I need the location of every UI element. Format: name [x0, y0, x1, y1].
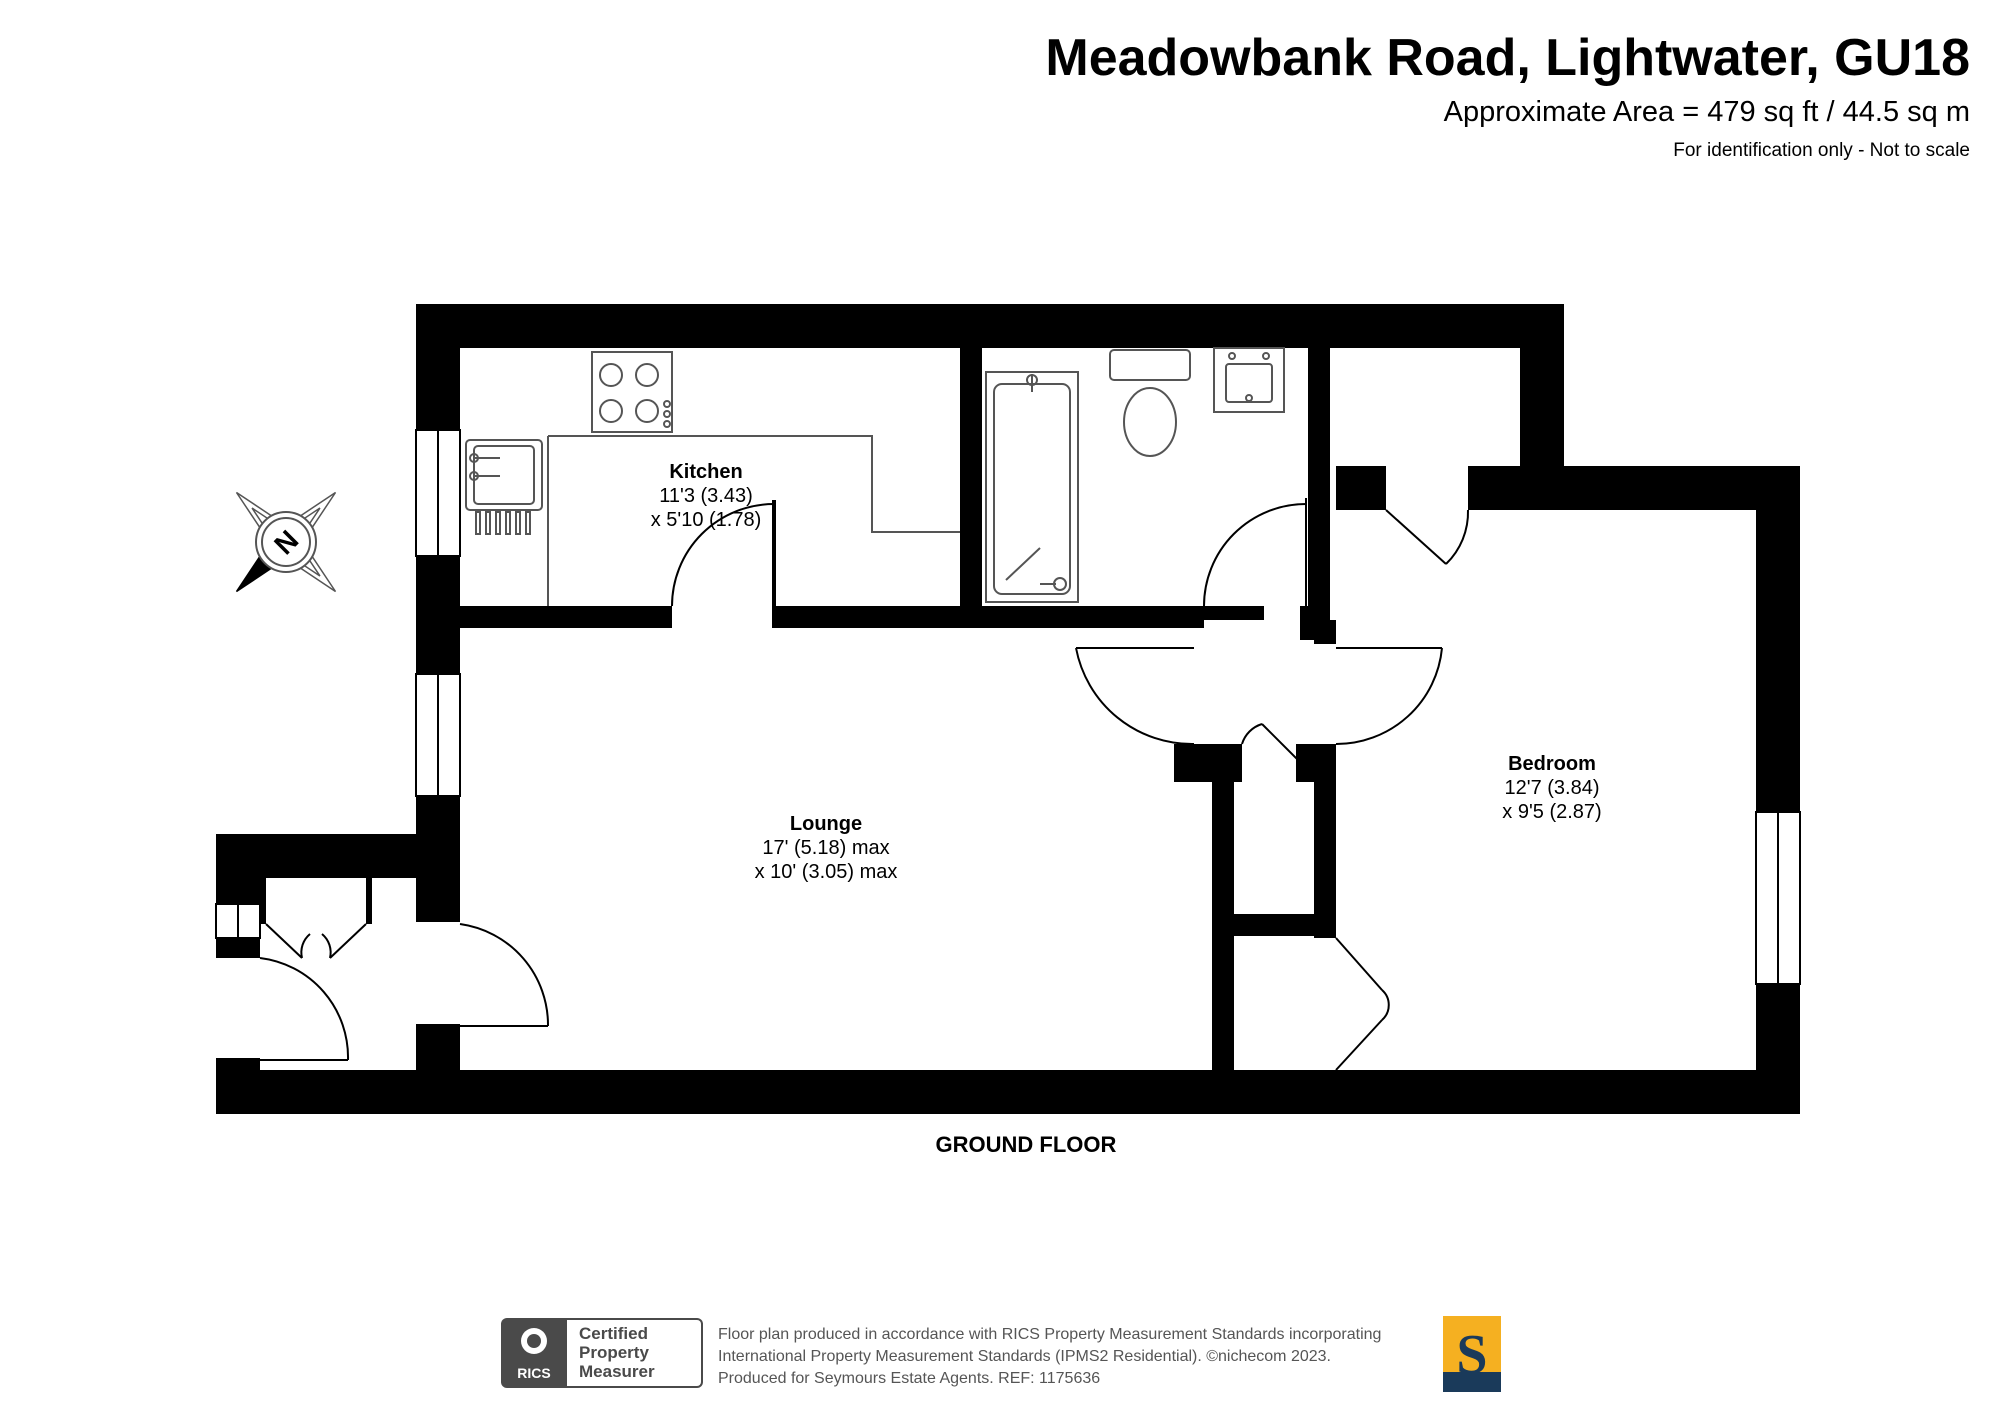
rics-line1: Certified: [579, 1324, 648, 1343]
rics-certified-badge: RICS Certified Property Measurer: [501, 1318, 705, 1388]
lounge-dim2: x 10' (3.05) max: [755, 861, 898, 883]
lounge-name: Lounge: [790, 813, 862, 835]
bedroom-dim1: 12'7 (3.84): [1505, 777, 1600, 799]
approximate-area: Approximate Area = 479 sq ft / 44.5 sq m: [1443, 96, 1970, 128]
room-label-kitchen: Kitchen 11'3 (3.43) x 5'10 (1.78): [651, 461, 762, 531]
rics-lion-icon: [521, 1328, 547, 1354]
agent-logo-letter: S: [1456, 1324, 1488, 1386]
agent-logo: S: [1443, 1316, 1501, 1392]
lounge-dim1: 17' (5.18) max: [762, 837, 889, 859]
kitchen-name: Kitchen: [669, 461, 742, 483]
north-compass: N: [235, 491, 337, 593]
rics-word: RICS: [517, 1365, 551, 1381]
rics-logo: RICS: [501, 1318, 567, 1388]
rics-line3: Measurer: [579, 1362, 655, 1381]
rics-line2: Property: [579, 1343, 649, 1362]
bedroom-name: Bedroom: [1508, 753, 1596, 775]
bedroom-dim2: x 9'5 (2.87): [1502, 801, 1601, 823]
footer-notes: Floor plan produced in accordance with R…: [718, 1324, 1381, 1390]
doors: [259, 498, 1470, 1071]
scale-disclaimer: For identification only - Not to scale: [1673, 140, 1970, 161]
windows: [215, 429, 1801, 985]
footer-line2: International Property Measurement Stand…: [718, 1348, 1331, 1365]
footer-line3: Produced for Seymours Estate Agents. REF…: [718, 1370, 1101, 1387]
property-title: Meadowbank Road, Lightwater, GU18: [1045, 29, 1970, 87]
walls: [216, 304, 1800, 1114]
fixtures: [465, 347, 1285, 606]
footer-line1: Floor plan produced in accordance with R…: [718, 1326, 1382, 1343]
floor-label: GROUND FLOOR: [936, 1132, 1117, 1157]
kitchen-dim2: x 5'10 (1.78): [651, 509, 762, 531]
rics-badge-text: Certified Property Measurer: [567, 1318, 703, 1388]
room-label-lounge: Lounge 17' (5.18) max x 10' (3.05) max: [755, 813, 898, 883]
kitchen-dim1: 11'3 (3.43): [659, 485, 753, 507]
room-label-bedroom: Bedroom 12'7 (3.84) x 9'5 (2.87): [1502, 753, 1601, 823]
